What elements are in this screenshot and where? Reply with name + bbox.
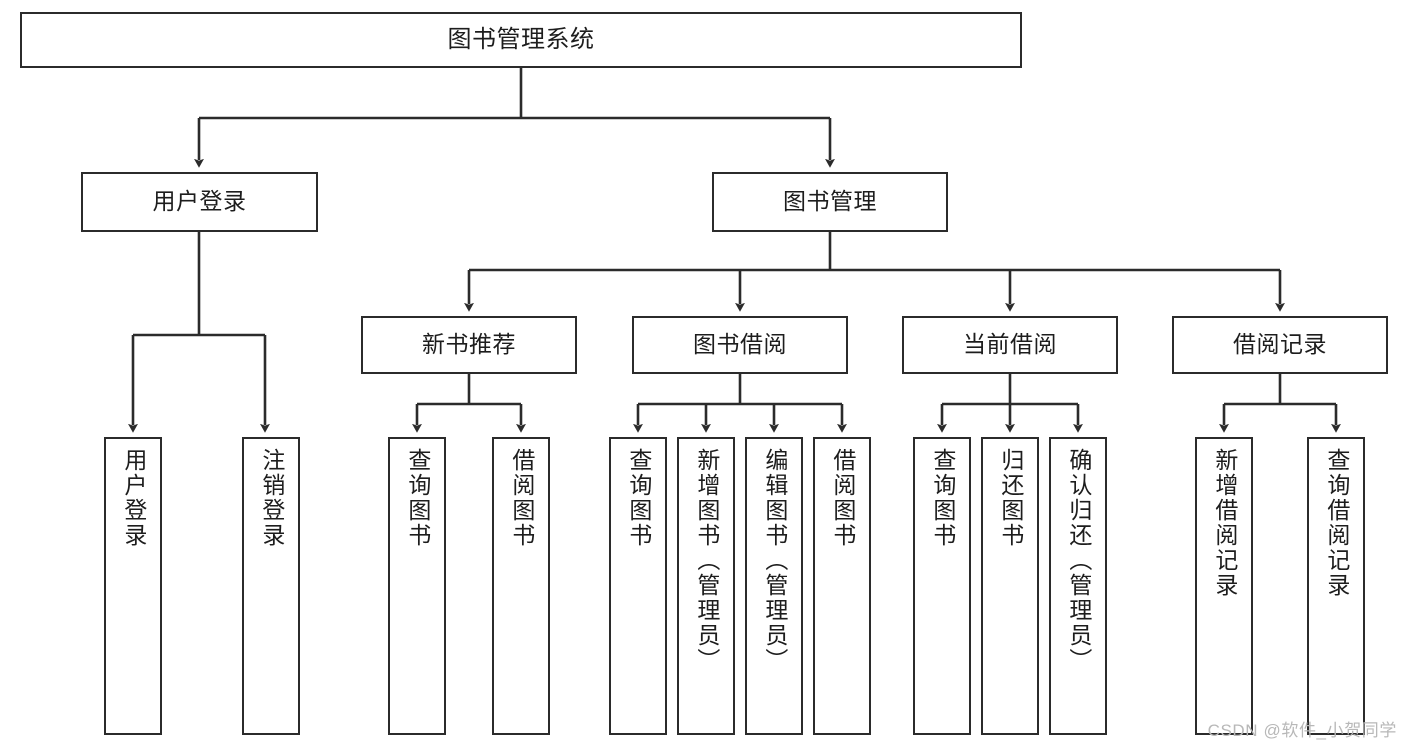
node-label: 编辑图书（管理员） — [761, 448, 788, 673]
node-label: 查询图书 — [625, 448, 652, 548]
node-label: 图书借阅 — [693, 331, 787, 358]
node-label: 注销登录 — [258, 448, 285, 548]
node-label: 归还图书 — [997, 448, 1024, 548]
node-label: 新增图书（管理员） — [693, 448, 720, 673]
node-label: 新书推荐 — [422, 331, 516, 358]
node-label: 查询图书 — [929, 448, 956, 548]
node-leaf-logout[interactable]: 注销登录 — [242, 437, 300, 735]
node-user-login[interactable]: 用户登录 — [81, 172, 318, 232]
node-label: 查询借阅记录 — [1323, 448, 1350, 598]
node-label: 借阅图书 — [508, 448, 535, 548]
node-leaf-query-book-current[interactable]: 查询图书 — [913, 437, 971, 735]
node-label: 确认归还（管理员） — [1065, 448, 1092, 673]
node-current-borrow[interactable]: 当前借阅 — [902, 316, 1118, 374]
node-leaf-add-book-admin[interactable]: 新增图书（管理员） — [677, 437, 735, 735]
node-leaf-query-book-recommend[interactable]: 查询图书 — [388, 437, 446, 735]
node-leaf-add-borrow-record[interactable]: 新增借阅记录 — [1195, 437, 1253, 735]
node-leaf-return-book[interactable]: 归还图书 — [981, 437, 1039, 735]
node-leaf-borrow-book-recommend[interactable]: 借阅图书 — [492, 437, 550, 735]
node-leaf-user-login[interactable]: 用户登录 — [104, 437, 162, 735]
node-root-system[interactable]: 图书管理系统 — [20, 12, 1022, 68]
node-label: 借阅记录 — [1233, 331, 1327, 358]
node-label: 图书管理系统 — [447, 25, 595, 53]
node-label: 借阅图书 — [829, 448, 856, 548]
node-label: 用户登录 — [120, 448, 147, 548]
node-leaf-borrow-book[interactable]: 借阅图书 — [813, 437, 871, 735]
node-borrow-record[interactable]: 借阅记录 — [1172, 316, 1388, 374]
node-leaf-query-borrow-record[interactable]: 查询借阅记录 — [1307, 437, 1365, 735]
watermark-text: CSDN @软件_小贺同学 — [1207, 721, 1397, 740]
node-book-borrow[interactable]: 图书借阅 — [632, 316, 848, 374]
node-label: 查询图书 — [404, 448, 431, 548]
node-book-management[interactable]: 图书管理 — [712, 172, 948, 232]
node-label: 新增借阅记录 — [1211, 448, 1238, 598]
node-label: 图书管理 — [783, 188, 877, 215]
node-leaf-confirm-return-admin[interactable]: 确认归还（管理员） — [1049, 437, 1107, 735]
node-leaf-query-book-borrow[interactable]: 查询图书 — [609, 437, 667, 735]
node-new-book-recommend[interactable]: 新书推荐 — [361, 316, 577, 374]
node-leaf-edit-book-admin[interactable]: 编辑图书（管理员） — [745, 437, 803, 735]
node-label: 当前借阅 — [963, 331, 1057, 358]
node-label: 用户登录 — [152, 188, 247, 215]
